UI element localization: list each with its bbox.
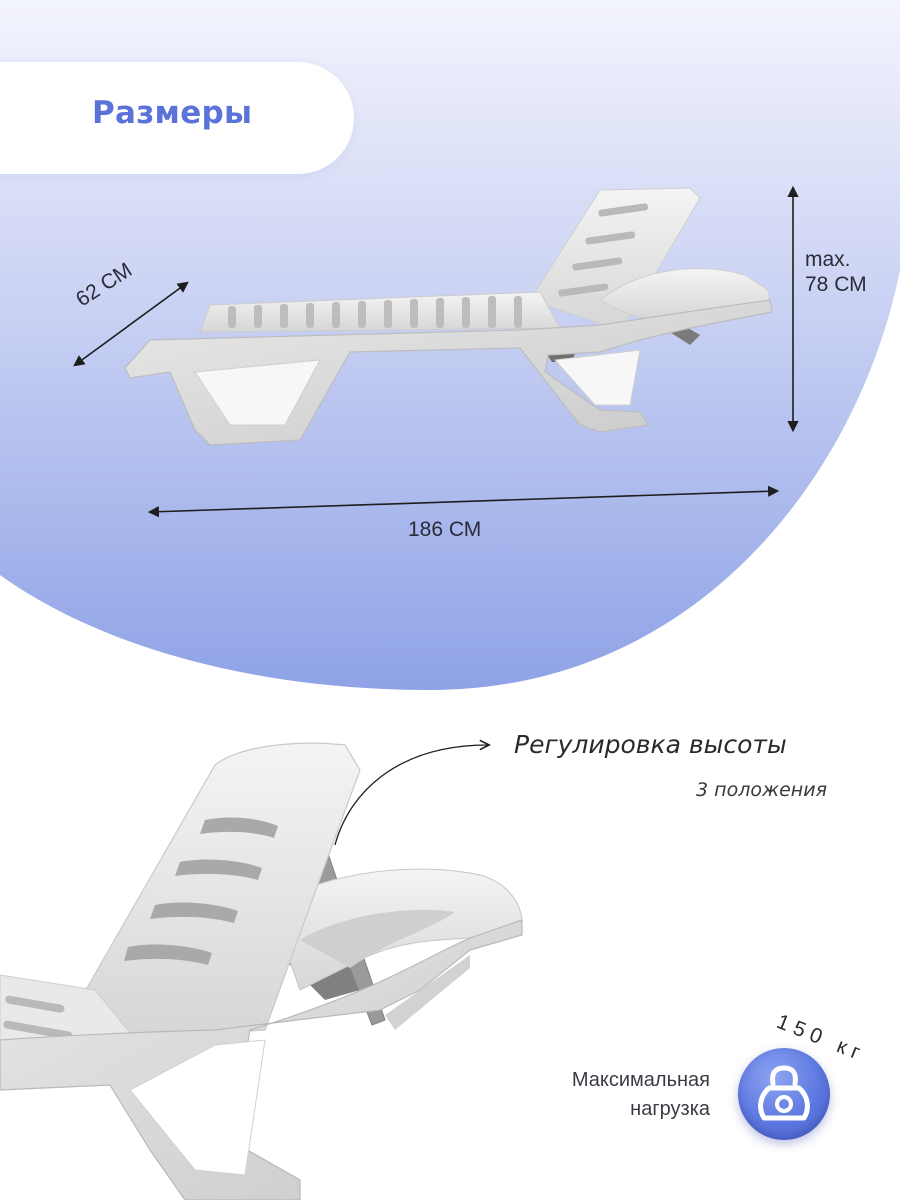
length-label: 186 СМ: [408, 518, 482, 541]
height-value: 78 СМ: [805, 273, 867, 296]
height-prefix: max.: [805, 248, 851, 271]
max-load-line1: Максимальная: [571, 1069, 710, 1091]
lounger-top-image: [124, 187, 773, 446]
length-arrow: [147, 485, 780, 518]
title-pill: [0, 62, 354, 174]
feature-title: Регулировка высоты: [514, 730, 787, 759]
lounger-closeup-image: [0, 742, 523, 1200]
width-arrow: [73, 281, 189, 367]
callout-arrow: [334, 745, 488, 846]
height-label: max. 78 СМ: [805, 247, 867, 297]
kettlebell-icon: [758, 1065, 810, 1121]
weight-badge: [738, 1048, 830, 1140]
max-load-line2: нагрузка: [630, 1098, 710, 1120]
feature-subtitle: 3 положения: [696, 779, 827, 801]
page-title: Размеры: [92, 95, 253, 131]
max-load-label: Максимальная нагрузка: [572, 1066, 710, 1124]
